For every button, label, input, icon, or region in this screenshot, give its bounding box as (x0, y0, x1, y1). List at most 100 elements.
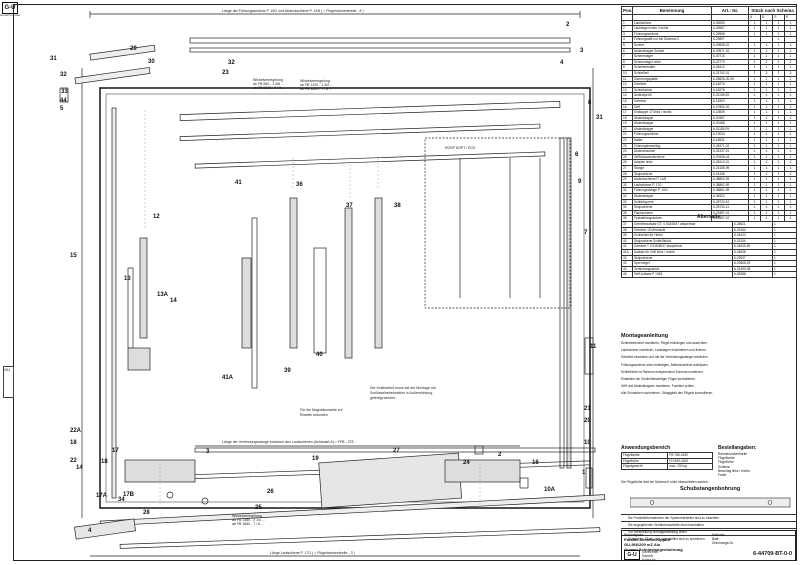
alternativ-cell-q: 1 (772, 265, 797, 273)
order-line: Flügelhöhe (718, 460, 734, 465)
inset-note-5: Rosette anbohren (300, 413, 328, 417)
callout-30: 30 (148, 59, 155, 65)
general-note: Die Produktinformationen der Systemherst… (621, 514, 796, 521)
callout-11: 11 (590, 344, 597, 350)
alternativ-cell-q: 1 (772, 254, 797, 262)
callout-27: 27 (393, 448, 400, 454)
callout-18b: 18 (101, 459, 108, 465)
callout-2: 2 (566, 22, 570, 28)
cover-27 (318, 452, 462, 509)
gear-37 (344, 207, 353, 359)
usage-cell-label: Flügelbreite (620, 452, 669, 459)
general-note: Vor Verarbeitung Montageanleitung lesen. (621, 528, 796, 535)
instruction-paragraph: Einstellen der Schließbeschläge: Flügel … (621, 377, 696, 382)
header-name: Benennung (632, 6, 712, 15)
parts-cell-qty: 1 (783, 92, 798, 99)
alternativ-cell-q: 1 (772, 271, 797, 278)
callout-2b: 2 (498, 452, 502, 458)
instruction-paragraph: Schließteile im Rahmen entsprechend Sche… (621, 369, 704, 374)
callout-19: 19 (312, 456, 319, 462)
alternativ-cell-art: 6-36388 (732, 271, 773, 278)
parts-schema-row: A D G K (621, 14, 798, 21)
callout-41a: 41A (222, 375, 234, 381)
title-line-4: Gummi Schubstangenbohrung (624, 547, 683, 553)
parts-cell-qty: 1 (783, 103, 798, 111)
inset-note-2: Schlüsselhebefunktion in Außenrichtung (370, 391, 433, 395)
inset-detail-box (424, 137, 571, 309)
instruction-paragraph: Alle Schrauben nachziehen, Gängigkeit de… (621, 391, 714, 396)
guide-rail-top (189, 37, 571, 44)
run-rail-bottom (194, 447, 596, 453)
title-block-right: Maßstab Blatt Zeichnungs-Nr. (712, 533, 795, 546)
usage-cell-label: Flügelgewicht (620, 463, 669, 470)
callout-20: 20 (584, 418, 591, 424)
callout-33: 33 (61, 89, 68, 95)
callout-16: 16 (532, 460, 539, 466)
callout-7: 7 (584, 230, 588, 236)
usage-cell-value: FB 765-1650 (667, 452, 713, 459)
callout-4: 4 (560, 60, 564, 66)
callout-17: 17 (112, 448, 119, 454)
callout-10: 10 (584, 440, 591, 446)
callout-28: 28 (143, 510, 150, 516)
callout-8: 8 (588, 100, 592, 106)
callout-3b: 3 (206, 449, 210, 455)
callout-40: 40 (316, 352, 323, 358)
header-art: Art.- Nr. (711, 6, 749, 15)
callout-41: 41 (235, 180, 242, 186)
callout-6: 6 (575, 152, 579, 158)
dim-text-bottom: Länge Laufschiene P. 17/1 ( = Flügelrahm… (270, 551, 355, 555)
order-line: Schema (718, 464, 730, 469)
alternativ-cell-q: 1 (772, 260, 797, 267)
callout-34: 34 (118, 497, 125, 503)
order-title: Bestellangaben: (718, 445, 757, 451)
sheet-frame (13, 4, 797, 561)
height-hint: Die Flügelhöhe darf bei Schema K nicht ü… (621, 480, 709, 484)
order-line: Farbe (718, 473, 727, 478)
callout-26: 26 (267, 489, 274, 495)
callout-14: 14 (170, 298, 177, 304)
general-note: Schrauben, Dicht- und Lagerstellen sind … (621, 535, 796, 542)
callout-44: 44 (60, 98, 67, 104)
callout-17a: 17A (96, 493, 108, 499)
usage-cell-value: FH 695-2400 (667, 457, 713, 465)
meta-scale: Maßstab (712, 533, 725, 537)
cover-rail-29 (89, 44, 156, 61)
parts-cell-qty: 2 (783, 69, 798, 77)
meta-sheet: Blatt (712, 537, 719, 542)
title-line-1: Beschlagsatz (624, 533, 643, 537)
parts-cell-qty: 1 (783, 114, 798, 122)
parts-cell-qty: 1 (783, 19, 798, 27)
meta-drawing-no: Zeichnungs-Nr. (712, 541, 734, 546)
instructions-title: Montageanleitung (621, 333, 669, 339)
gear-41 (251, 217, 258, 389)
dim-text-bar3: Winkelverriegelung ab FB 1480 - 2 1/4 ..… (232, 514, 265, 526)
callout-18: 18 (70, 440, 77, 446)
callout-32c: 31 (596, 115, 603, 121)
title-line-2: Parallel-Schiebe-Kipptür (624, 537, 671, 543)
callout-22a: 22A (70, 428, 82, 434)
instruction-paragraph: Schiebeelement montieren, Flügel einhäng… (621, 341, 708, 345)
instruction-paragraph: Laufschiene montieren, Laufwagen einschi… (621, 348, 707, 353)
general-note: Die angegebenen Verfahrensschritte sind … (621, 521, 796, 528)
gu-logo: G-U (2, 2, 18, 14)
usage-cell-label: Flügelhöhe (620, 457, 669, 465)
inset-note-4: Für die Magnetkontakte zur (300, 408, 343, 412)
track-28 (74, 518, 136, 540)
parts-header-row: Pos. Benennung Art.- Nr. Stück nach Sche… (621, 6, 798, 15)
order-line: Beschlag links / rechts (718, 468, 750, 473)
